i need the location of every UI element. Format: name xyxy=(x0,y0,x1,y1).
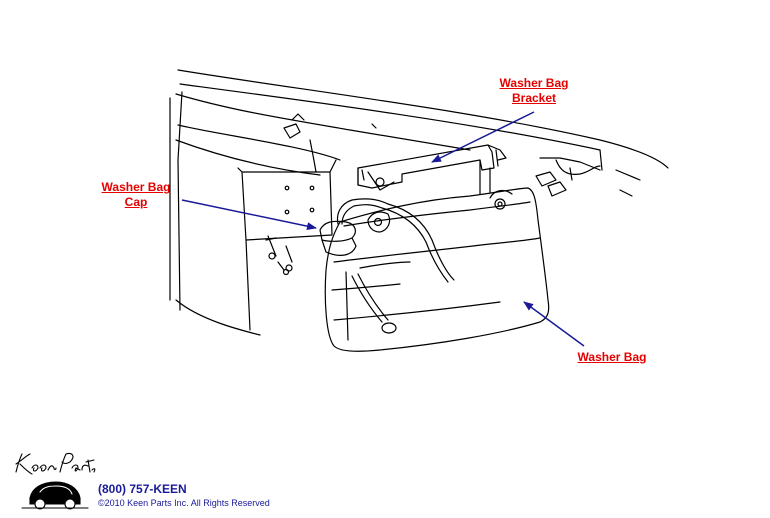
washer-bag-cap-label-line2: Cap xyxy=(124,195,148,209)
washer-bag-bracket-label-line1: Washer Bag xyxy=(499,76,569,90)
washer-bag-cap-label-line1: Washer Bag xyxy=(101,180,171,194)
keen-parts-logo xyxy=(15,452,96,510)
washer-bag-cap-label[interactable]: Washer Bag Cap xyxy=(92,180,180,210)
bracket-arrow xyxy=(431,111,535,163)
washer-bag-label[interactable]: Washer Bag xyxy=(566,350,658,365)
phone-number[interactable]: (800) 757-KEEN xyxy=(98,482,187,496)
copyright-text: ©2010 Keen Parts Inc. All Rights Reserve… xyxy=(98,498,270,508)
washer-bag-bracket-label[interactable]: Washer Bag Bracket xyxy=(490,76,578,106)
cap-arrow xyxy=(181,199,317,231)
bag-arrow xyxy=(523,301,585,347)
washer-bag-bracket-label-line2: Bracket xyxy=(511,91,557,105)
washer-bag-label-line1: Washer Bag xyxy=(577,350,647,364)
body-panel-drawing xyxy=(169,69,669,352)
